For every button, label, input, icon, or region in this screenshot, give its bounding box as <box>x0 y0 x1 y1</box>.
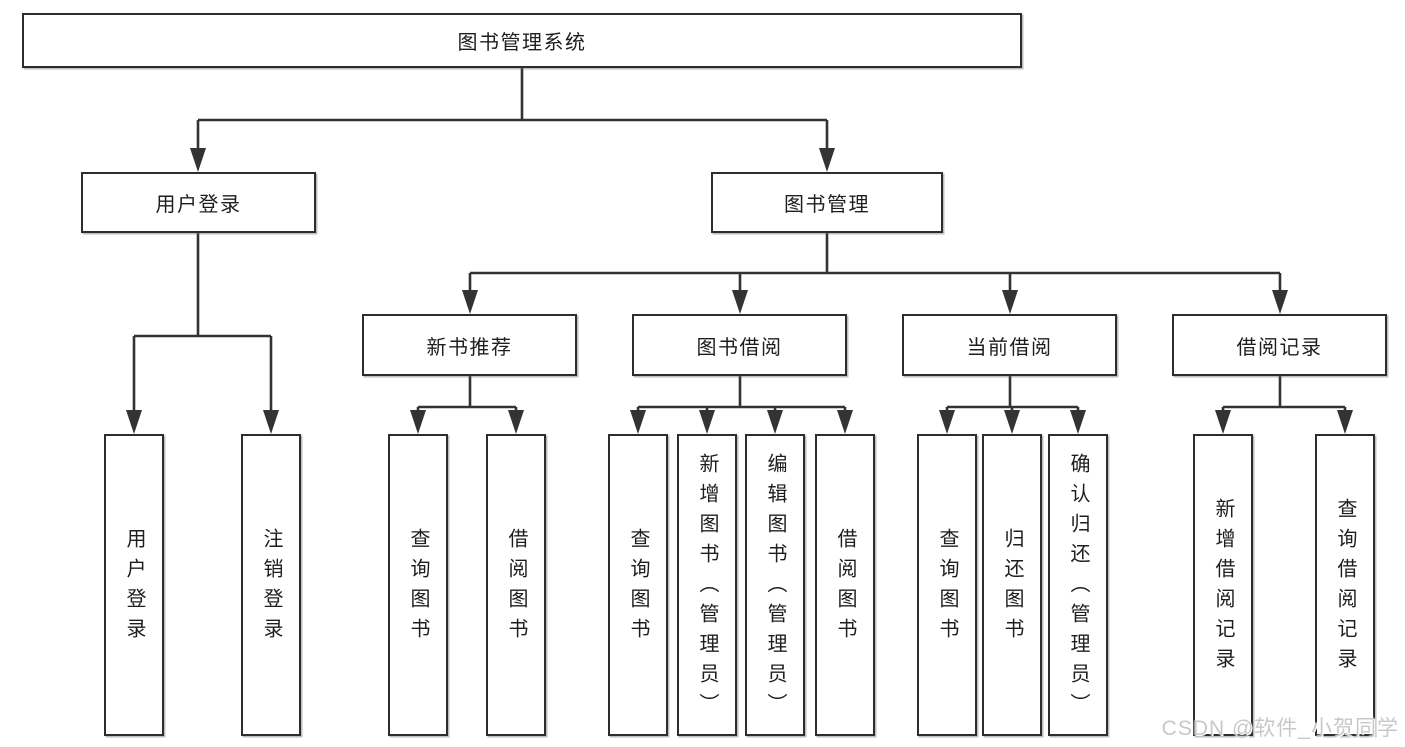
connector-book-management-to-level3 <box>462 233 1288 314</box>
leaf-records-query-record: 查询借阅记录 <box>1315 434 1375 736</box>
leaf-records-add-record: 新增借阅记录 <box>1193 434 1253 736</box>
node-book-management: 图书管理 <box>711 172 943 233</box>
leaf-recommend-borrow-books: 借阅图书 <box>486 434 546 736</box>
leaf-current-query-books: 查询图书 <box>917 434 977 736</box>
leaf-borrow-edit-books-admin: 编辑图书（管理员） <box>745 434 805 736</box>
connector-recommend-to-leaves <box>410 376 524 434</box>
leaf-borrow-add-books-admin: 新增图书（管理员） <box>677 434 737 736</box>
node-user-login: 用户登录 <box>81 172 316 233</box>
leaf-logout: 注销登录 <box>241 434 301 736</box>
connector-user-login-to-leaves <box>126 233 279 434</box>
csdn-watermark: CSDN @软件_小贺同学 <box>1161 717 1399 740</box>
node-borrow-records: 借阅记录 <box>1172 314 1387 376</box>
leaf-current-return-books: 归还图书 <box>982 434 1042 736</box>
leaf-borrow-query-books: 查询图书 <box>608 434 668 736</box>
node-new-book-recommend: 新书推荐 <box>362 314 577 376</box>
connector-current-to-leaves <box>939 376 1086 434</box>
leaf-current-confirm-return-admin: 确认归还（管理员） <box>1048 434 1108 736</box>
node-current-borrow: 当前借阅 <box>902 314 1117 376</box>
node-book-borrow: 图书借阅 <box>632 314 847 376</box>
leaf-user-login: 用户登录 <box>104 434 164 736</box>
leaf-borrow-borrow-books: 借阅图书 <box>815 434 875 736</box>
node-library-management-system: 图书管理系统 <box>22 13 1022 68</box>
leaf-recommend-query-books: 查询图书 <box>388 434 448 736</box>
connector-records-to-leaves <box>1215 376 1353 434</box>
connector-root-to-level2 <box>190 68 835 172</box>
connector-borrow-to-leaves <box>630 376 853 434</box>
